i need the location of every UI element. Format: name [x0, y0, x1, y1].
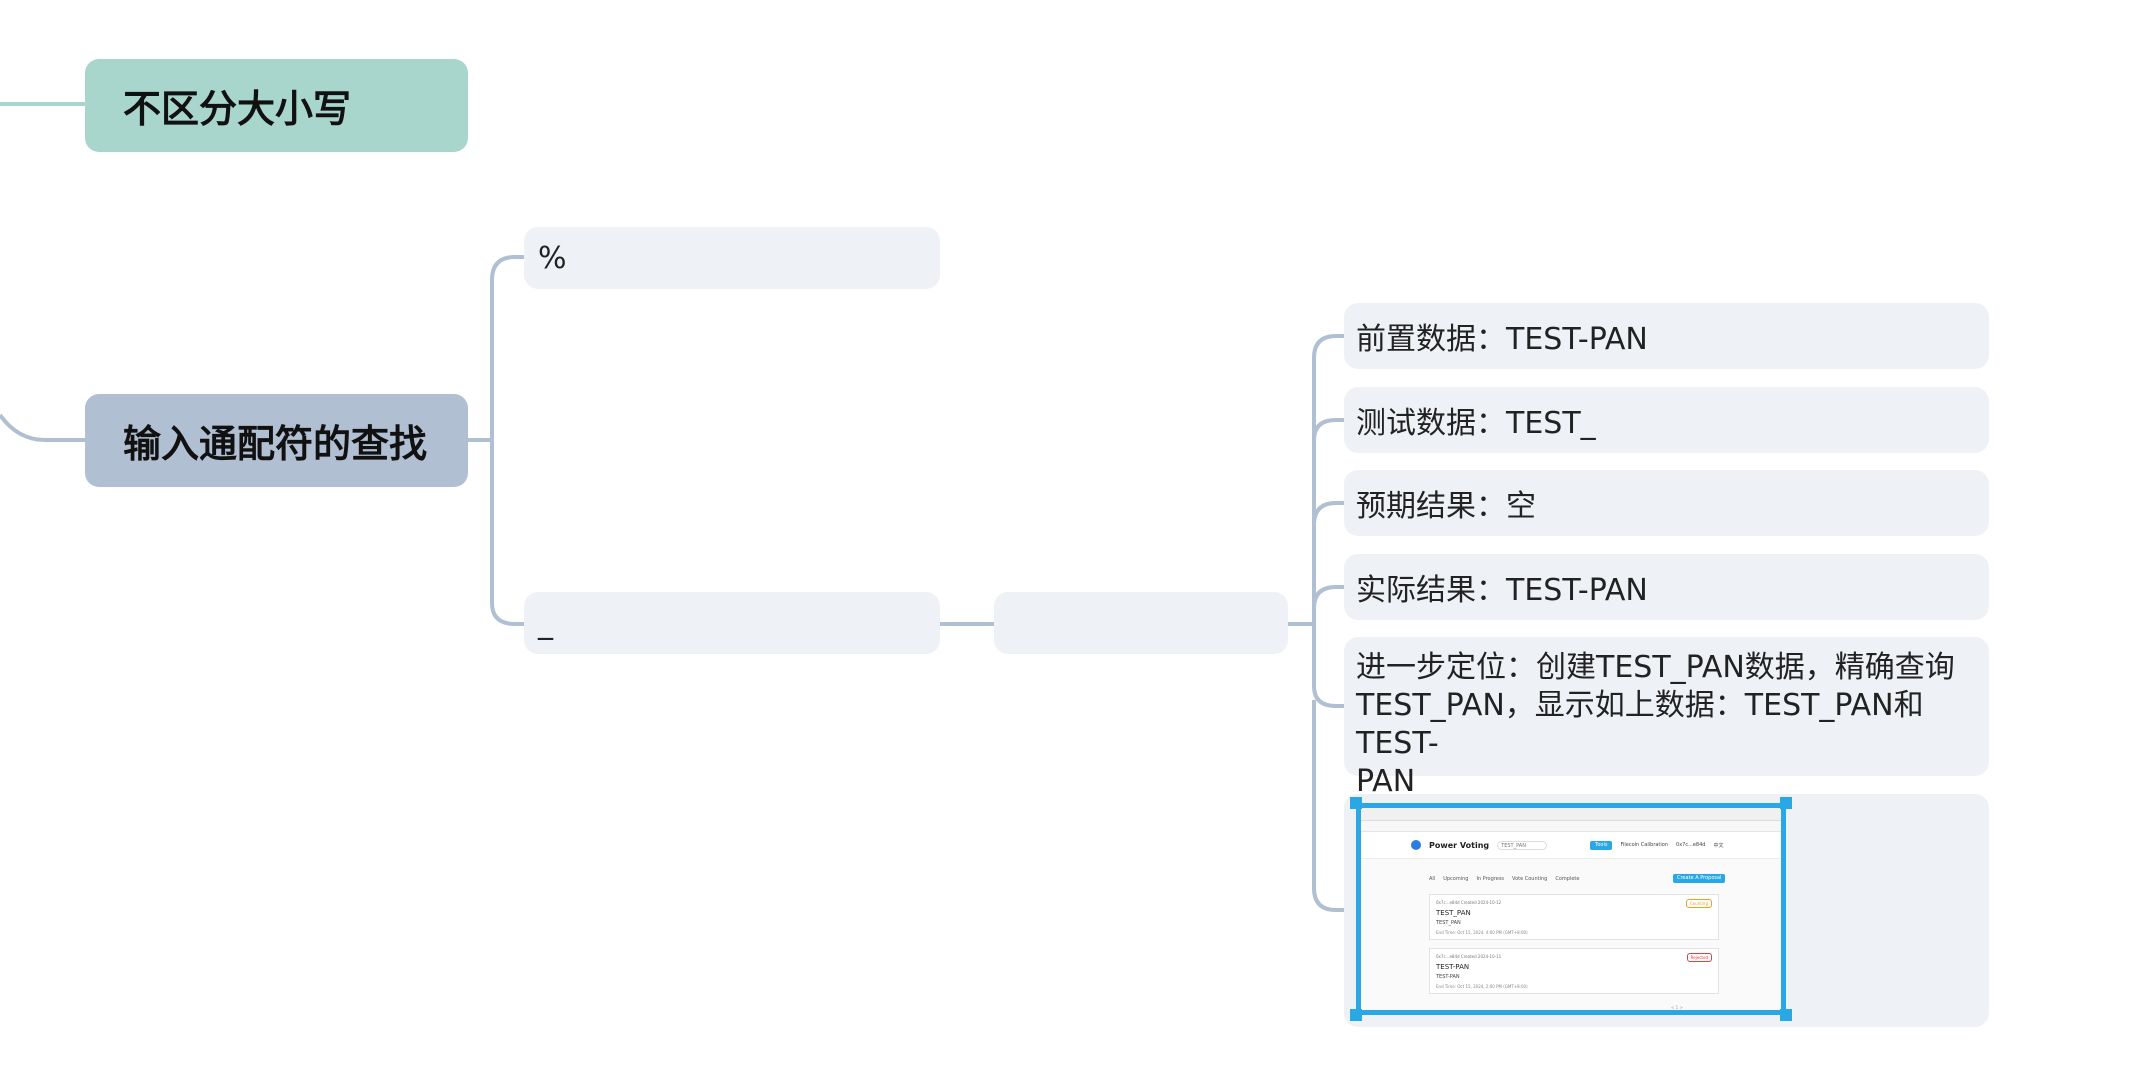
subtopic-percent-label: %: [538, 240, 567, 276]
detail-actual[interactable]: 实际结果：TEST-PAN: [1344, 554, 1989, 620]
bookmarks-bar: [1361, 821, 1781, 832]
tab-in-progress: In Progress: [1476, 876, 1505, 882]
proposal-tabs: All Upcoming In Progress Vote Counting C…: [1429, 876, 1719, 882]
topic-case-insensitive-label: 不区分大小写: [123, 87, 352, 131]
card-meta: 0x7c...e84d Created 2024-10-12: [1436, 900, 1502, 905]
detail-further-line1: 进一步定位：创建TEST_PAN数据，精确查询: [1356, 650, 1955, 685]
subtopic-underscore[interactable]: _: [524, 592, 940, 654]
detail-further-line3: PAN: [1356, 764, 1416, 799]
card-title: TEST_PAN: [1436, 909, 1471, 917]
card-date: End Time: Oct 15, 2024, 2:00 PM (GMT+8:0…: [1436, 984, 1528, 989]
detail-further[interactable]: 进一步定位：创建TEST_PAN数据，精确查询 TEST_PAN，显示如上数据：…: [1344, 637, 1989, 799]
card-date: End Time: Oct 15, 2024, 4:00 PM (GMT+8:0…: [1436, 930, 1528, 935]
search-input: TEST_PAN: [1497, 840, 1548, 850]
card-subtitle: TEST_PAN: [1436, 920, 1461, 926]
subtopic-underscore-label: _: [538, 605, 553, 641]
detail-pre-data-label: 前置数据：TEST-PAN: [1356, 322, 1648, 357]
resize-handle-top-right[interactable]: [1780, 797, 1792, 809]
logo-icon: [1411, 840, 1421, 850]
status-badge: Counting: [1685, 899, 1712, 908]
app-header: Power Voting TEST_PAN Tools Filecoin Cal…: [1361, 832, 1781, 859]
card-title: TEST-PAN: [1436, 963, 1470, 971]
tab-vote-counting: Vote Counting: [1512, 876, 1548, 882]
detail-further-line2: TEST_PAN，显示如上数据：TEST_PAN和TEST-: [1356, 688, 1924, 761]
topic-case-insensitive[interactable]: 不区分大小写: [85, 59, 468, 152]
tools-button: Tools: [1590, 840, 1613, 850]
tab-upcoming: Upcoming: [1443, 876, 1469, 882]
brand-name: Power Voting: [1429, 840, 1490, 850]
proposal-card: 0x7c...e84d Created 2024-10-11 Rejected …: [1429, 948, 1719, 994]
resize-handle-bottom-left[interactable]: [1350, 1009, 1362, 1021]
tab-all: All: [1429, 876, 1436, 882]
embedded-screenshot[interactable]: Power Voting TEST_PAN Tools Filecoin Cal…: [1356, 803, 1786, 1015]
detail-pre-data[interactable]: 前置数据：TEST-PAN: [1344, 303, 1989, 369]
subtopic-percent[interactable]: %: [524, 227, 940, 289]
detail-actual-label: 实际结果：TEST-PAN: [1356, 573, 1648, 608]
account-menu: 0x7c...e84d: [1676, 842, 1706, 848]
tab-complete: Complete: [1555, 876, 1580, 882]
card-subtitle: TEST-PAN: [1436, 974, 1460, 980]
detail-expected-label: 预期结果：空: [1356, 489, 1536, 524]
status-badge: Rejected: [1686, 953, 1712, 962]
resize-handle-top-left[interactable]: [1350, 797, 1362, 809]
browser-toolbar: [1361, 808, 1781, 821]
pagination: < 1 >: [1671, 1005, 1683, 1010]
subtopic-empty[interactable]: [994, 592, 1288, 654]
detail-test-data[interactable]: 测试数据：TEST_: [1344, 387, 1989, 453]
detail-expected[interactable]: 预期结果：空: [1344, 470, 1989, 536]
detail-test-data-label: 测试数据：TEST_: [1356, 406, 1596, 441]
topic-wildcard-search[interactable]: 输入通配符的查找: [85, 394, 468, 487]
topic-wildcard-search-label: 输入通配符的查找: [123, 422, 428, 466]
language-menu: 中文: [1713, 842, 1724, 849]
resize-handle-bottom-right[interactable]: [1780, 1009, 1792, 1021]
proposal-card: 0x7c...e84d Created 2024-10-12 Counting …: [1429, 894, 1719, 940]
card-meta: 0x7c...e84d Created 2024-10-11: [1436, 954, 1502, 959]
create-proposal-button: Create A Proposal: [1673, 874, 1726, 883]
network-menu: Filecoin Calibration: [1620, 842, 1669, 848]
